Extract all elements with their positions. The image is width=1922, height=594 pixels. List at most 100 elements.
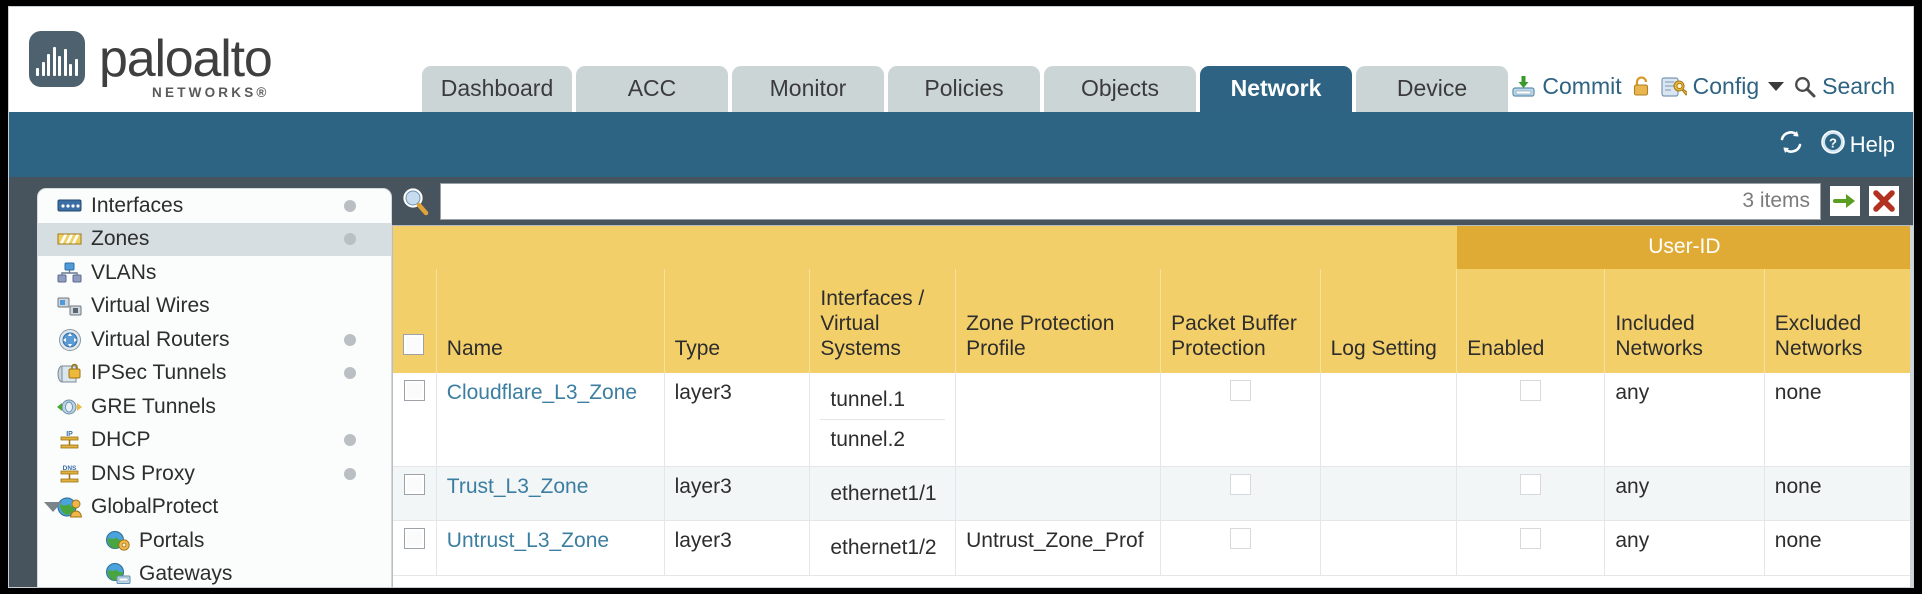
userid-enabled-checkbox[interactable] [1520,528,1542,550]
packet-buffer-checkbox[interactable] [1229,474,1251,496]
svg-text:DNS: DNS [63,465,77,472]
cell-interfaces: ethernet1/1 [809,466,957,522]
cell-zone-protection [955,466,1162,522]
cell-zone-protection [955,372,1162,468]
sidebar-item-vlans[interactable]: VLANs [38,256,391,290]
col-header-packet-buffer[interactable]: Packet Buffer Protection [1160,268,1321,373]
svg-text:IP: IP [66,431,73,438]
cell-name: Cloudflare_L3_Zone [436,372,665,468]
search-button[interactable]: Search [1793,73,1895,100]
zone-link[interactable]: Untrust_L3_Zone [446,529,610,553]
dns-proxy-icon: DNS [56,462,83,485]
sidebar-item-label: Zones [91,227,150,251]
sidebar-item-globalprotect[interactable]: GlobalProtect [38,491,391,525]
sidebar-item-label: Virtual Routers [91,327,230,351]
firewall-web-interface: paloalto NETWORKS® Dashboard ACC Monitor… [8,6,1914,588]
sidebar-item-interfaces[interactable]: Interfaces [38,189,391,223]
interface-entry: ethernet1/1 [830,482,937,506]
col-header-log-setting[interactable]: Log Setting [1320,268,1458,373]
chevron-down-icon[interactable] [44,502,62,513]
cell-type: layer3 [664,466,811,522]
col-header-userid-enabled[interactable]: Enabled [1456,268,1606,373]
col-header-interfaces[interactable]: Interfaces / Virtual Systems [809,268,957,373]
refresh-icon[interactable] [1778,130,1804,160]
vertical-scrollbar[interactable] [1910,226,1913,587]
cell-userid-enabled [1456,372,1606,468]
table-group-header-row: User-ID [393,226,1913,269]
zones-table: User-ID Name Type Interfaces / Virtual S… [393,226,1913,576]
table-row[interactable]: Cloudflare_L3_Zone layer3 tunnel.1 tunne… [393,372,1913,468]
help-button[interactable]: ? Help [1820,129,1895,161]
col-header-zone-protection[interactable]: Zone Protection Profile [955,268,1162,373]
ipsec-tunnels-icon [56,362,83,385]
lock-icon[interactable] [1631,75,1652,98]
sidebar-item-gateways[interactable]: Gateways [38,558,391,588]
sidebar-item-label: Portals [139,528,205,552]
col-header-name[interactable]: Name [436,268,665,373]
commit-icon [1511,75,1536,98]
paloalto-logo-icon [29,31,85,87]
sidebar-item-label: DNS Proxy [91,461,195,485]
sidebar: Interfaces Zones VLANs [9,177,392,587]
cell-packet-buffer [1160,372,1321,468]
userid-enabled-checkbox[interactable] [1520,474,1542,496]
sidebar-item-gre-tunnels[interactable]: GRE Tunnels [38,390,391,424]
clear-filter-button[interactable] [1869,186,1899,216]
config-dropdown[interactable]: Config [1661,73,1785,100]
interface-entry: tunnel.2 [830,427,906,451]
sidebar-item-dns-proxy[interactable]: DNS DNS Proxy [38,457,391,491]
tab-dashboard[interactable]: Dashboard [422,66,572,112]
cell-type: layer3 [664,372,811,468]
help-icon: ? [1820,129,1846,161]
logo-bar: paloalto NETWORKS® Dashboard ACC Monitor… [9,7,1913,112]
content-area: Interfaces Zones VLANs [9,177,1913,587]
sidebar-item-label: Virtual Wires [91,294,210,318]
row-select-cell [393,466,437,522]
sidebar-item-virtual-wires[interactable]: Virtual Wires [38,290,391,324]
cell-included-networks: any [1604,520,1765,576]
sidebar-item-ipsec-tunnels[interactable]: IPSec Tunnels [38,357,391,391]
chevron-down-icon [1768,82,1785,91]
col-header-included-networks[interactable]: Included Networks [1604,268,1765,373]
zone-link[interactable]: Cloudflare_L3_Zone [446,380,638,404]
col-header-excluded-networks[interactable]: Excluded Networks [1764,268,1913,373]
status-dot [344,434,356,447]
tab-acc[interactable]: ACC [576,66,728,112]
select-all-checkbox[interactable] [403,334,424,355]
tab-device[interactable]: Device [1356,66,1508,112]
brand-logo[interactable]: paloalto NETWORKS® [29,31,273,100]
cell-included-networks: any [1604,372,1765,468]
tab-monitor[interactable]: Monitor [732,66,884,112]
sidebar-item-virtual-routers[interactable]: Virtual Routers [38,323,391,357]
sidebar-item-dhcp[interactable]: IP DHCP [38,424,391,458]
group-header-userid: User-ID [1456,226,1913,269]
packet-buffer-checkbox[interactable] [1229,528,1251,550]
commit-button[interactable]: Commit [1511,73,1622,100]
apply-filter-button[interactable] [1830,186,1860,216]
cell-zone-protection: Untrust_Zone_Prof [955,520,1162,576]
zone-link[interactable]: Trust_L3_Zone [446,475,589,499]
tab-policies[interactable]: Policies [888,66,1040,112]
virtual-routers-icon [56,328,83,351]
table-row[interactable]: Trust_L3_Zone layer3 ethernet1/1 any non… [393,466,1913,522]
row-select-cell [393,520,437,576]
group-header-spacer [393,226,1457,269]
zones-panel: 3 items [392,177,1913,587]
sidebar-item-portals[interactable]: Portals [38,524,391,558]
sidebar-item-zones[interactable]: Zones [38,222,391,256]
status-dot [344,233,356,246]
search-input[interactable]: 3 items [440,182,1821,220]
search-filter-icon[interactable] [400,186,431,217]
dhcp-icon: IP [56,429,83,452]
row-checkbox[interactable] [403,474,425,496]
userid-enabled-checkbox[interactable] [1520,379,1542,401]
table-row[interactable]: Untrust_L3_Zone layer3 ethernet1/2 Untru… [393,520,1913,576]
packet-buffer-checkbox[interactable] [1229,379,1251,401]
status-dot [344,199,356,212]
tab-network[interactable]: Network [1200,66,1352,112]
tab-objects[interactable]: Objects [1044,66,1196,112]
col-header-type[interactable]: Type [664,268,811,373]
cell-included-networks: any [1604,466,1765,522]
row-checkbox[interactable] [403,528,425,550]
row-checkbox[interactable] [403,379,425,401]
